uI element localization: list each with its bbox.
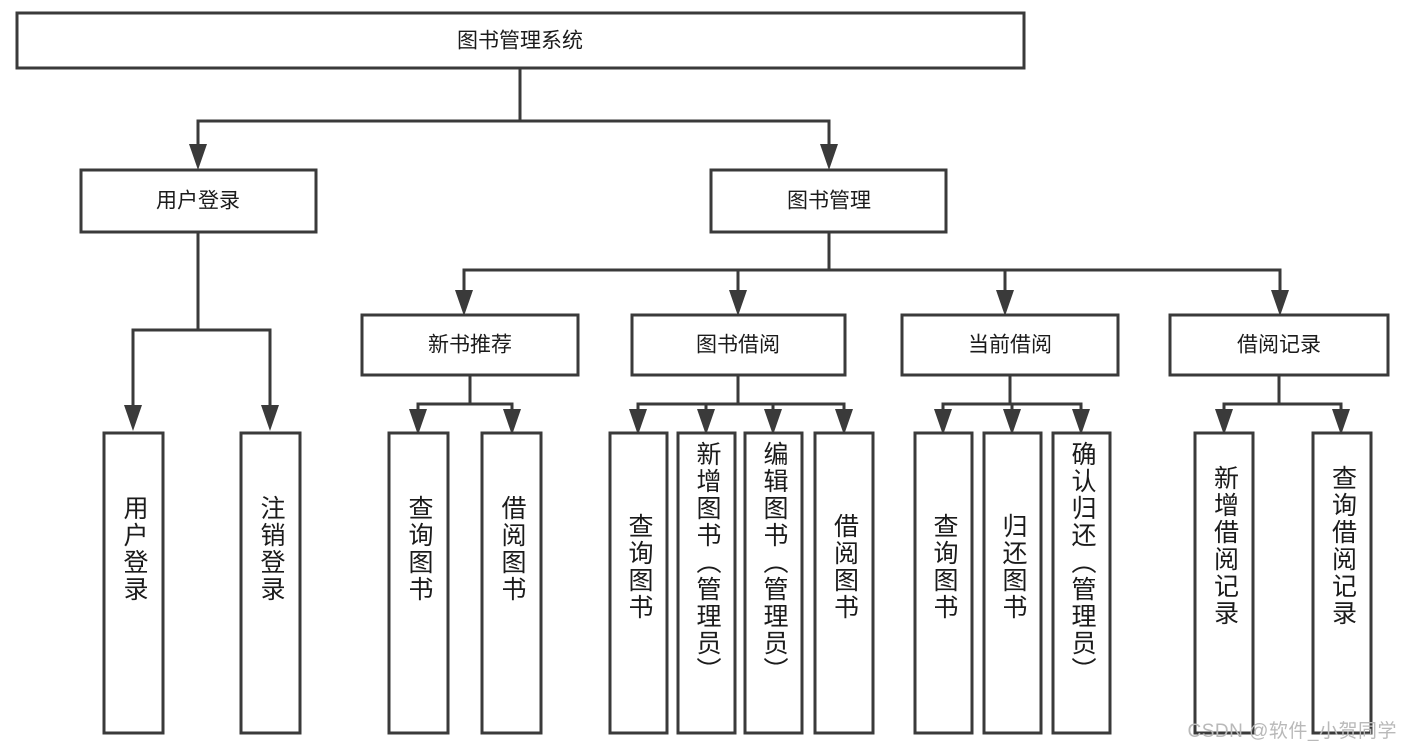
node-new-book-rec-box[interactable] xyxy=(360,313,580,377)
arrow-icon xyxy=(261,405,279,431)
arrow-icon xyxy=(124,405,142,431)
arrow-icon xyxy=(189,144,207,170)
arrow-icon xyxy=(1215,409,1233,435)
arrow-icon xyxy=(934,409,952,435)
node-new-book-rec[interactable]: 新书推荐 xyxy=(360,313,580,377)
node-leaf-query-record-box[interactable] xyxy=(1311,431,1373,735)
node-leaf-user-login-box[interactable] xyxy=(102,431,165,735)
arrow-icon xyxy=(1003,409,1021,435)
arrow-icon xyxy=(455,290,473,316)
node-leaf-borrow-book-2-box[interactable] xyxy=(813,431,875,735)
node-book-manage-label: 图书管理 xyxy=(787,190,871,213)
node-current-borrow-label: 当前借阅 xyxy=(968,334,1052,357)
node-leaf-query-book-3-box[interactable] xyxy=(913,431,974,735)
arrow-icon xyxy=(996,290,1014,316)
node-borrow-record[interactable]: 借阅记录 xyxy=(1168,313,1390,377)
node-current-borrow-box[interactable] xyxy=(900,313,1120,377)
arrow-icon xyxy=(1332,409,1350,435)
node-borrow-record-label: 借阅记录 xyxy=(1237,334,1321,357)
node-leaf-query-book-1-box[interactable] xyxy=(387,431,450,735)
node-book-manage[interactable]: 图书管理 xyxy=(709,168,948,234)
node-leaf-add-record-box[interactable] xyxy=(1193,431,1255,735)
arrow-icon xyxy=(697,409,715,435)
node-root-label: 图书管理系统 xyxy=(457,30,583,53)
node-new-book-rec-label: 新书推荐 xyxy=(428,334,512,357)
node-user-login-label: 用户登录 xyxy=(156,190,240,213)
node-root-box[interactable] xyxy=(15,11,1026,70)
arrow-icon xyxy=(1072,409,1090,435)
node-current-borrow[interactable]: 当前借阅 xyxy=(900,313,1120,377)
node-leaf-add-book-box[interactable] xyxy=(676,431,737,735)
node-root[interactable]: 图书管理系统 xyxy=(15,11,1026,70)
node-leaf-return-book-box[interactable] xyxy=(982,431,1043,735)
watermark-text: CSDN @软件_小贺同学 xyxy=(1187,721,1397,742)
arrow-icon xyxy=(503,409,521,435)
arrow-icon xyxy=(764,409,782,435)
node-leaf-borrow-book-1-box[interactable] xyxy=(480,431,543,735)
arrow-icon xyxy=(835,409,853,435)
node-book-borrow[interactable]: 图书借阅 xyxy=(630,313,847,377)
arrow-icon xyxy=(820,144,838,170)
arrow-icon xyxy=(409,409,427,435)
arrow-icon xyxy=(729,290,747,316)
node-leaf-logout-login-box[interactable] xyxy=(239,431,302,735)
node-user-login-box[interactable] xyxy=(79,168,318,234)
arrow-icon xyxy=(629,409,647,435)
node-borrow-record-box[interactable] xyxy=(1168,313,1390,377)
arrow-icon xyxy=(1271,290,1289,316)
node-leaf-edit-book-box[interactable] xyxy=(743,431,804,735)
node-user-login[interactable]: 用户登录 xyxy=(79,168,318,234)
node-leaf-query-book-2-box[interactable] xyxy=(608,431,669,735)
node-book-borrow-box[interactable] xyxy=(630,313,847,377)
node-leaf-confirm-return-box[interactable] xyxy=(1051,431,1112,735)
node-book-manage-box[interactable] xyxy=(709,168,948,234)
node-book-borrow-label: 图书借阅 xyxy=(696,334,780,357)
